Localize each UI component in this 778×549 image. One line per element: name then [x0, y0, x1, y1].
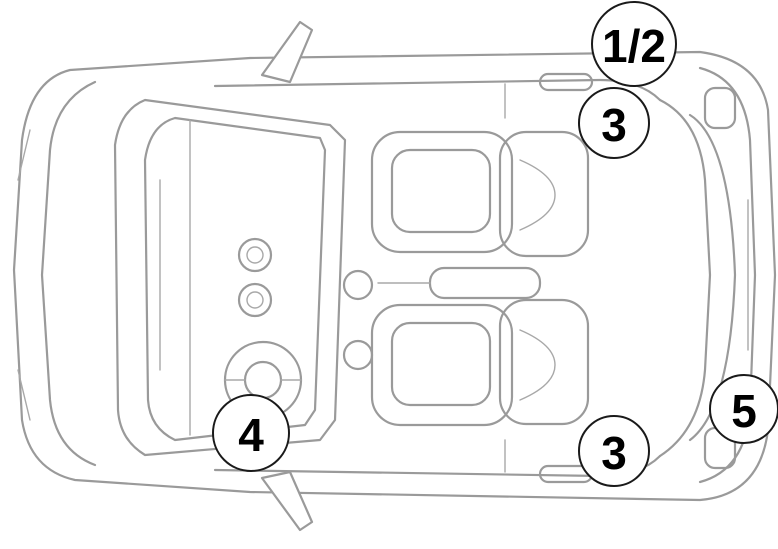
- callout-5: 5: [709, 374, 778, 444]
- instrument-gauges: [237, 237, 374, 371]
- callout-4-label: 4: [238, 409, 264, 461]
- callout-5-label: 5: [731, 385, 757, 437]
- callout-3-top: 3: [578, 87, 650, 159]
- seat-top: [370, 130, 590, 258]
- side-mirrors: [260, 20, 314, 532]
- callout-3-top-label: 3: [601, 99, 627, 151]
- callout-1-2: 1/2: [591, 1, 677, 87]
- callout-3-bottom: 3: [578, 415, 650, 487]
- seat-bottom: [370, 298, 590, 427]
- callout-4: 4: [212, 394, 290, 472]
- car-body: [12, 50, 777, 502]
- callout-1-2-label: 1/2: [602, 20, 666, 72]
- callout-3-bottom-label: 3: [601, 427, 627, 479]
- center-console: [377, 266, 542, 300]
